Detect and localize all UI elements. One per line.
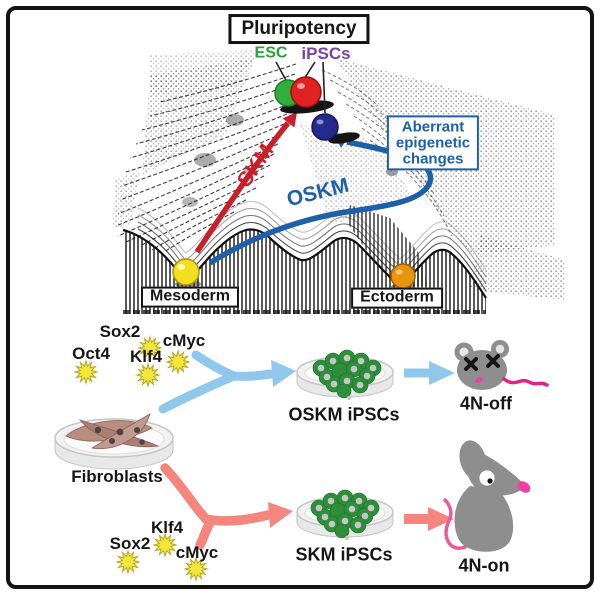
ipsc-ball: [290, 76, 322, 108]
label-pointer-lines: [275, 61, 326, 114]
aberrant-ball-highlight: [316, 119, 324, 125]
mesoderm-ball: [172, 258, 200, 286]
cmyc-bottom-label: cMyc: [175, 543, 219, 563]
dead-mouse-tail: [502, 377, 549, 387]
mesoderm-ball-highlight: [177, 264, 185, 270]
oskm-outcome-arrow: [404, 361, 455, 385]
skm-ipscs-label: SKM iPSCs: [295, 544, 393, 565]
ipscs-label: iPSCs: [301, 44, 351, 64]
x-eyes: [464, 354, 500, 371]
klf4-bottom-label: Klf4: [150, 518, 184, 538]
skm-arrow: [194, 112, 297, 254]
klf4-bottom-burst-icon: [153, 533, 177, 557]
fibroblasts-label: Fibroblasts: [71, 467, 163, 487]
ectoderm-ball-highlight: [395, 269, 403, 275]
oskm-ipsc-dish: [296, 349, 394, 401]
aberrant-changes-label: Aberrant epigenetic changes: [386, 115, 480, 171]
4n-on-label: 4N-on: [458, 555, 510, 576]
cmyc-top-label: cMyc: [162, 331, 206, 351]
live-mouse-tail: [443, 498, 467, 550]
sox2-top-label: Sox2: [99, 322, 141, 342]
pluripotency-label: Pluripotency: [228, 14, 370, 44]
live-mouse-icon: [443, 440, 531, 552]
ectoderm-ball: [390, 263, 416, 289]
oct4-burst-icon: [74, 360, 98, 384]
skm-ipsc-dish: [296, 489, 394, 541]
klf4-top-label: Klf4: [129, 347, 163, 367]
ipsc-ball-highlight: [297, 83, 305, 89]
cmyc-burst-icon: [166, 350, 190, 374]
ectoderm-label: Ectoderm: [351, 287, 443, 309]
klf4-burst-icon: [136, 363, 160, 387]
fibroblast-dish: [54, 413, 174, 470]
oct4-label: Oct4: [72, 344, 110, 364]
skm-outcome-arrow: [404, 507, 454, 531]
landscape-stipple: [112, 50, 565, 300]
skm-route-arrow: [160, 463, 293, 550]
4n-off-label: 4N-off: [460, 393, 512, 414]
summit-cells: [274, 61, 360, 144]
aberrant-shadow: [328, 132, 360, 144]
fibroblast-nuclei: [94, 426, 145, 445]
aberrant-ipsc-ball: [311, 113, 339, 141]
sox2-bottom-burst-icon: [116, 550, 140, 574]
mesoderm-label: Mesoderm: [140, 286, 240, 308]
oskm-route-arrow: [158, 350, 296, 414]
sox2-bottom-label: Sox2: [109, 534, 151, 554]
esc-label: ESC: [254, 44, 288, 62]
live-mouse-nose: [517, 481, 531, 493]
oskm-ipscs-label: OSKM iPSCs: [288, 404, 400, 425]
dead-mouse-icon: [454, 340, 549, 390]
figure-border: [6, 6, 594, 589]
